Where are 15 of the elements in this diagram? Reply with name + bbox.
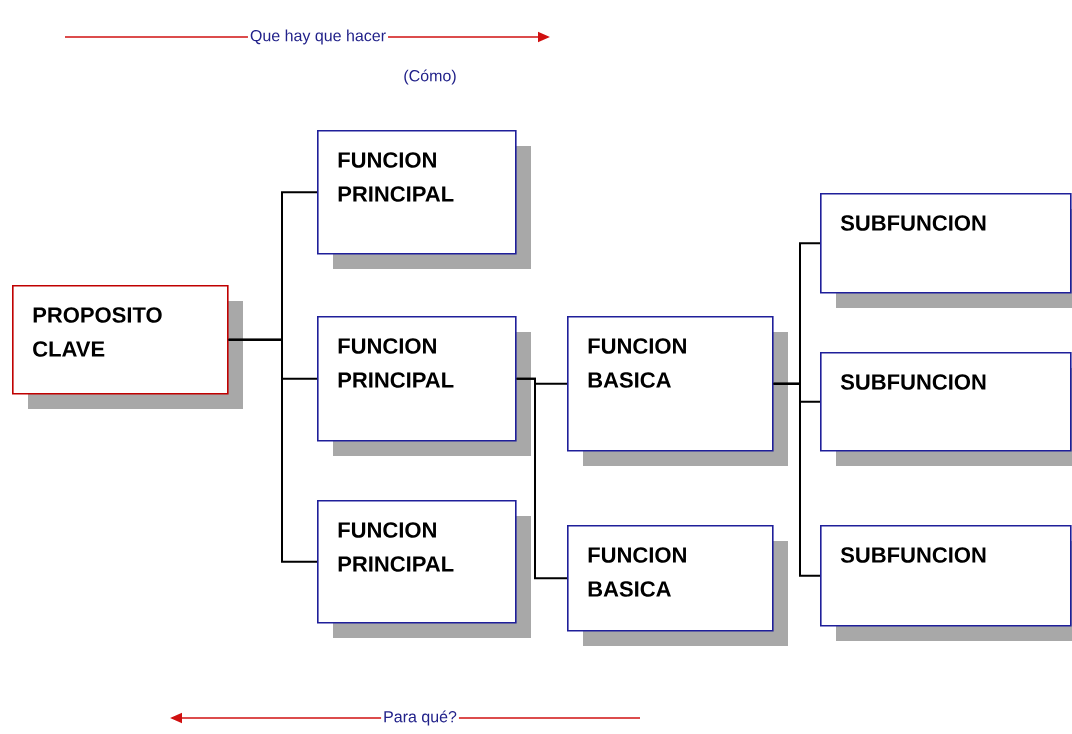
process-box: SUBFUNCION bbox=[820, 352, 1072, 466]
direction-label: Que hay que hacer bbox=[247, 27, 389, 47]
process-box: PROPOSITO CLAVE bbox=[12, 285, 243, 409]
process-box: FUNCION BASICA bbox=[567, 316, 788, 466]
process-box: SUBFUNCION bbox=[820, 525, 1072, 641]
process-box: FUNCION PRINCIPAL bbox=[317, 500, 531, 638]
process-box: SUBFUNCION bbox=[820, 193, 1072, 308]
direction-label: (Cómo) bbox=[404, 69, 456, 85]
process-box: FUNCION PRINCIPAL bbox=[317, 316, 531, 456]
process-box: FUNCION PRINCIPAL bbox=[317, 130, 531, 269]
connector-line bbox=[227, 338, 318, 563]
process-box: FUNCION BASICA bbox=[567, 525, 788, 646]
direction-label: Para qué? bbox=[381, 708, 459, 728]
connector-line bbox=[772, 382, 821, 577]
connector-line bbox=[515, 377, 568, 580]
